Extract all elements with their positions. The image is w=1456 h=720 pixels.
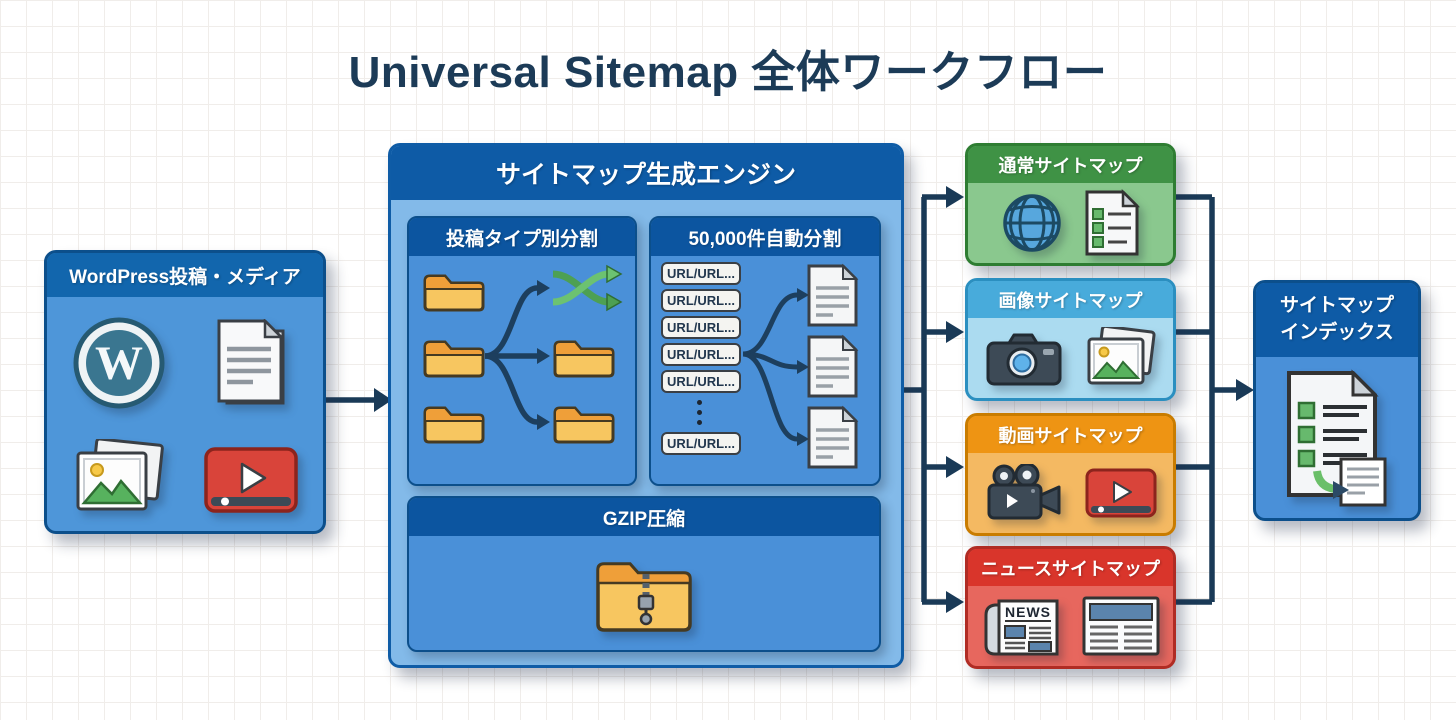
- photo-stack-icon: [1087, 327, 1156, 385]
- video-player-icon: [204, 447, 298, 513]
- sitemap-file-icon: [807, 264, 858, 327]
- output-normal-body: [968, 183, 1173, 263]
- engine-box-header: サイトマップ生成エンジン: [391, 146, 901, 200]
- output-image-header: 画像サイトマップ: [968, 281, 1173, 318]
- zip-folder-icon: [596, 562, 692, 632]
- arrowhead: [1236, 379, 1254, 401]
- output-news-body: NEWS: [968, 586, 1173, 666]
- folder-icon: [423, 340, 485, 378]
- sitemap-index-body: [1256, 357, 1418, 518]
- source-box-header: WordPress投稿・メディア: [47, 253, 323, 297]
- split-by-type-box: 投稿タイプ別分割: [407, 216, 637, 486]
- url-item: URL/URL...: [661, 289, 741, 312]
- output-image-body: [968, 318, 1173, 398]
- news-article-icon: [1082, 596, 1159, 656]
- url-item: URL/URL...: [661, 262, 741, 285]
- folder-split-diagram: [423, 264, 623, 444]
- auto-split-header: 50,000件自動分割: [651, 218, 879, 256]
- output-news-sitemap: ニュースサイトマップ NEWS: [965, 546, 1176, 669]
- source-box: WordPress投稿・メディア W: [44, 250, 326, 534]
- sitemap-index-icon: [1287, 368, 1387, 506]
- wordpress-icon: W: [73, 317, 165, 409]
- vertical-ellipsis-dots: [697, 400, 702, 425]
- svg-text:NEWS: NEWS: [1005, 604, 1051, 620]
- diagram-title: Universal Sitemap 全体ワークフロー: [348, 48, 1108, 97]
- output-normal-header: 通常サイトマップ: [968, 146, 1173, 183]
- output-news-header: ニュースサイトマップ: [968, 549, 1173, 586]
- gzip-box: GZIP圧縮: [407, 496, 881, 652]
- split-by-type-body: [409, 256, 635, 484]
- folder-icon: [423, 406, 485, 444]
- sitemap-file-icon: [807, 406, 858, 469]
- globe-icon: [1002, 194, 1061, 252]
- svg-text:W: W: [95, 337, 143, 390]
- sitemap-index-header: サイトマップ インデックス: [1256, 283, 1418, 357]
- newspaper-icon: NEWS: [984, 599, 1058, 656]
- checklist-document-icon: [1085, 189, 1140, 256]
- auto-split-box: 50,000件自動分割: [649, 216, 881, 486]
- sitemap-file-icon: [807, 335, 858, 398]
- video-player-icon: [1085, 468, 1156, 518]
- arrowhead: [946, 591, 964, 613]
- url-split-diagram: [742, 264, 858, 469]
- source-box-body: W: [47, 297, 323, 531]
- folder-icon: [423, 274, 485, 312]
- url-item: URL/URL...: [661, 343, 741, 366]
- output-video-body: [968, 453, 1173, 533]
- shuffle-icon: [552, 264, 623, 312]
- url-item: URL/URL...: [661, 316, 741, 339]
- sub-sitemap-file-icon: [1339, 457, 1387, 506]
- gzip-header: GZIP圧縮: [409, 498, 879, 536]
- arrowhead: [946, 456, 964, 478]
- output-normal-sitemap: 通常サイトマップ: [965, 143, 1176, 266]
- output-video-sitemap: 動画サイトマップ: [965, 413, 1176, 536]
- engine-box: サイトマップ生成エンジン 投稿タイプ別分割: [388, 143, 904, 668]
- camera-icon: [986, 333, 1061, 386]
- folder-icon: [553, 406, 615, 444]
- gzip-body: [409, 536, 879, 650]
- sitemap-index-box: サイトマップ インデックス: [1253, 280, 1421, 521]
- auto-split-body: URL/URL... URL/URL... URL/URL... URL/URL…: [651, 256, 879, 484]
- movie-camera-icon: [987, 464, 1060, 520]
- url-item: URL/URL...: [661, 370, 741, 393]
- image-stack-icon: [76, 439, 164, 511]
- url-item: URL/URL...: [661, 432, 741, 455]
- arrowhead: [946, 321, 964, 343]
- output-image-sitemap: 画像サイトマップ: [965, 278, 1176, 401]
- post-document-icon: [217, 319, 285, 405]
- output-video-header: 動画サイトマップ: [968, 416, 1173, 453]
- arrowhead: [946, 186, 964, 208]
- split-by-type-header: 投稿タイプ別分割: [409, 218, 635, 256]
- folder-icon: [553, 340, 615, 378]
